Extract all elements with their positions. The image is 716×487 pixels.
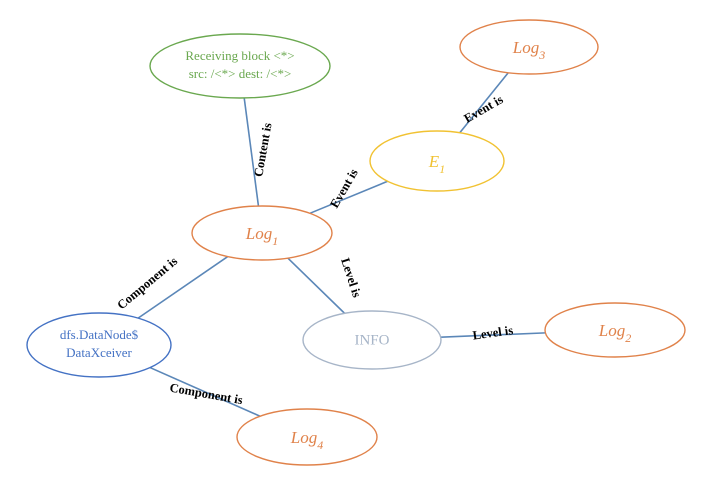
node-log1[interactable]: Log1	[191, 205, 333, 261]
edge-info-log2	[440, 332, 546, 338]
node-log1-main: Log	[245, 224, 272, 243]
edge-label-component-log4: Component is	[169, 381, 244, 408]
node-component-line2: DataXceiver	[66, 345, 132, 360]
node-log4-subscript: 4	[317, 438, 323, 452]
node-log1-ellipse	[191, 205, 333, 261]
node-content-ellipse	[149, 33, 331, 99]
edge-log1-info	[287, 257, 346, 314]
node-log1-subscript: 1	[272, 234, 278, 248]
node-log3-subscript: 3	[538, 48, 545, 62]
node-log2-label: Log2	[598, 321, 631, 345]
edge-log1-component	[137, 255, 229, 319]
node-e1-subscript: 1	[439, 162, 445, 176]
node-component[interactable]: dfs.DataNode$ DataXceiver	[26, 312, 172, 378]
edge-label-log1-content: Content is	[251, 122, 274, 178]
edge-label-log1-info: Level is	[338, 256, 364, 299]
node-log1-label: Log1	[245, 224, 278, 248]
edge-label-log1-component: Component is	[114, 254, 180, 312]
node-log4[interactable]: Log4	[236, 408, 378, 466]
node-log3-label: Log3	[512, 38, 545, 62]
node-content[interactable]: Receiving block <*> src: /<*> dest: /<*>	[149, 33, 331, 99]
node-e1[interactable]: E1	[369, 130, 505, 192]
node-component-ellipse	[26, 312, 172, 378]
edge-label-info-log2: Level is	[472, 323, 514, 343]
node-log2-ellipse	[544, 302, 686, 358]
node-content-line1: Receiving block <*>	[185, 48, 294, 63]
node-log3[interactable]: Log3	[459, 19, 599, 75]
node-e1-label: E1	[428, 152, 445, 176]
node-e1-ellipse	[369, 130, 505, 192]
edge-label-log1-e1: Event is	[327, 166, 361, 210]
node-info-label: INFO	[354, 332, 389, 348]
node-component-line1: dfs.DataNode$	[60, 327, 139, 342]
node-e1-main: E	[428, 152, 440, 171]
node-content-line2: src: /<*> dest: /<*>	[189, 66, 292, 81]
node-log2-subscript: 2	[625, 331, 631, 345]
node-log3-main: Log	[512, 38, 539, 57]
edge-log1-content	[243, 97, 260, 207]
edge-e1-log3	[459, 72, 509, 134]
node-log4-ellipse	[236, 408, 378, 466]
edges-layer: Content is Event is Event is Level is Level …	[114, 72, 546, 417]
node-log4-main: Log	[290, 428, 317, 447]
edge-label-e1-log3: Event is	[461, 92, 505, 126]
edge-log1-e1	[309, 180, 388, 215]
node-log2-main: Log	[598, 321, 625, 340]
node-info[interactable]: INFO	[302, 310, 442, 370]
node-info-ellipse	[302, 310, 442, 370]
node-log2[interactable]: Log2	[544, 302, 686, 358]
node-log4-label: Log4	[290, 428, 323, 452]
node-log3-ellipse	[459, 19, 599, 75]
edge-component-log4	[149, 366, 261, 417]
